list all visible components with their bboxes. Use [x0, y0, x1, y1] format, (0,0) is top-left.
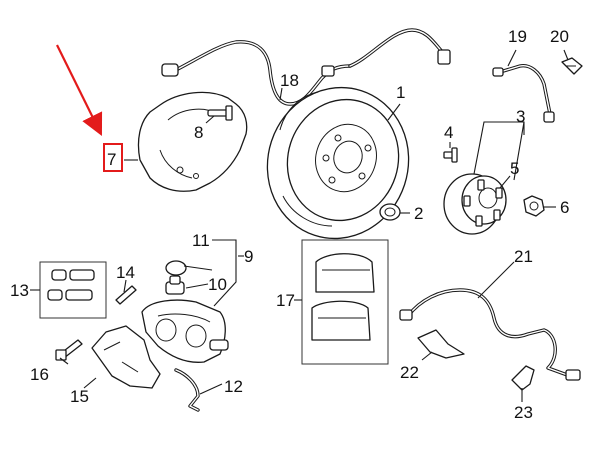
- callout-8: 8: [194, 123, 203, 142]
- sensor-bracket-22: [417, 329, 465, 359]
- guide-pin-14: [115, 285, 137, 305]
- brake-pads-kit: [301, 239, 389, 365]
- guide-pin-kit: [39, 261, 107, 319]
- callout-10: 10: [208, 275, 227, 294]
- hose-clip-20: [561, 57, 583, 75]
- axle-nut-6: [523, 195, 545, 217]
- hub-assembly: [443, 173, 507, 235]
- retainer-2: [379, 203, 401, 221]
- splash-shield: [137, 91, 248, 192]
- bracket-bolt-16: [55, 339, 83, 361]
- brake-caliper: [141, 299, 229, 363]
- highlight-box: [103, 143, 123, 172]
- highlight-arrow: [56, 44, 103, 136]
- callout-20: 20: [550, 27, 569, 46]
- callout-1: 1: [396, 83, 405, 102]
- callout-4: 4: [444, 123, 453, 142]
- callout-14: 14: [116, 263, 135, 282]
- bolt-8: [207, 105, 233, 121]
- callout-17: 17: [276, 291, 295, 310]
- caliper-bracket: [91, 325, 161, 389]
- callout-13: 13: [10, 281, 29, 300]
- callout-5: 5: [510, 159, 519, 178]
- callout-21: 21: [514, 247, 533, 266]
- callout-23: 23: [514, 403, 533, 422]
- brake-hose: [492, 64, 555, 123]
- callout-3: 3: [516, 107, 525, 126]
- clip-23: [511, 365, 535, 391]
- leader-lines: [30, 49, 569, 402]
- callout-22: 22: [400, 363, 419, 382]
- callout-labels: 1 2 3 4 5 6 7 8 9 10 11 12 13 14 15 16 1…: [10, 27, 569, 422]
- callout-7: 7: [107, 150, 116, 169]
- callout-12: 12: [224, 377, 243, 396]
- stud-4: [443, 147, 458, 163]
- callout-11: 11: [192, 231, 210, 250]
- wear-sensor-wire: [161, 28, 451, 106]
- callout-16: 16: [30, 365, 49, 384]
- callout-18: 18: [280, 71, 299, 90]
- callout-2: 2: [414, 204, 423, 223]
- brake-rotor: [266, 86, 410, 240]
- callout-6: 6: [560, 198, 569, 217]
- bleeder-cap-11: [165, 260, 187, 276]
- callout-15: 15: [70, 387, 89, 406]
- brake-line-12: [174, 368, 200, 412]
- callout-9: 9: [244, 247, 253, 266]
- abs-sensor-wire: [399, 288, 581, 381]
- callout-19: 19: [508, 27, 527, 46]
- bleeder-screw-10: [165, 275, 185, 295]
